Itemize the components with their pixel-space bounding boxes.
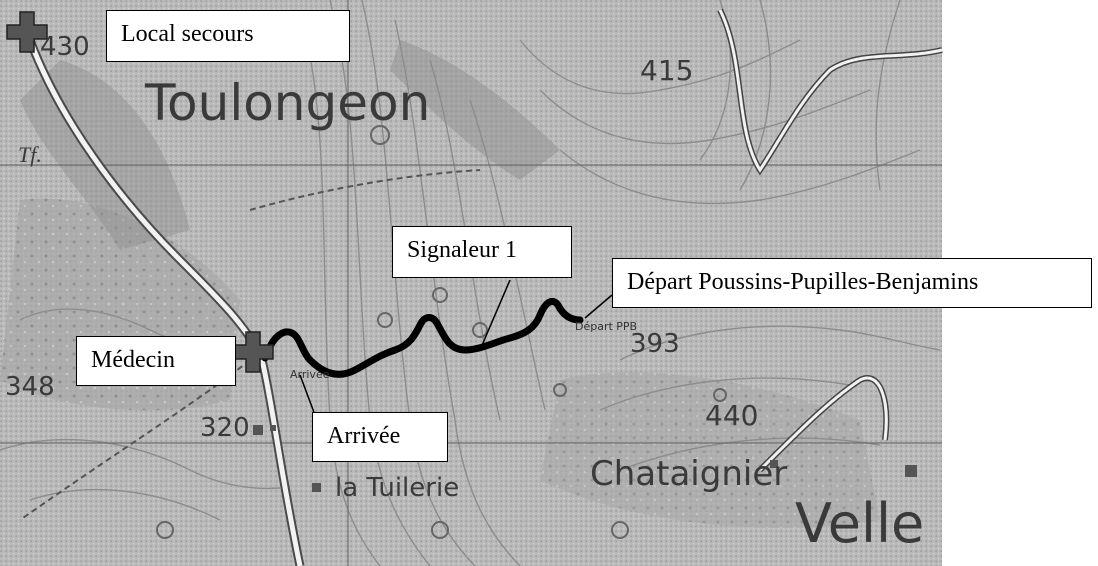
woods-area: [390, 40, 560, 180]
elevation-348: 348: [5, 372, 55, 402]
callout-medecin: Médecin: [76, 336, 236, 386]
contour-lines: [0, 0, 941, 566]
elevation-393: 393: [630, 329, 680, 359]
place-chataignier: Chataignier: [590, 454, 787, 494]
elevation-430: 430: [40, 32, 90, 62]
elevation-415: 415: [640, 54, 693, 87]
label-tf: Tf.: [18, 142, 42, 167]
race-route: [261, 297, 584, 378]
road: [27, 39, 303, 566]
building-symbols: [253, 425, 917, 492]
first-aid-cross-icon: [6, 11, 48, 53]
label-arrivee-small: Arrivee: [290, 368, 330, 381]
road: [19, 359, 251, 521]
road: [718, 9, 943, 173]
road: [758, 376, 888, 472]
elevation-320: 320: [200, 413, 250, 443]
woods-area: [540, 372, 880, 528]
callout-arrivee: Arrivée: [312, 412, 448, 462]
place-la-tuilerie: la Tuilerie: [335, 473, 459, 503]
place-velle: Velle: [795, 492, 924, 555]
callout-local-secours: Local secours: [106, 10, 350, 62]
map-symbols: [156, 125, 727, 539]
road: [249, 169, 481, 211]
place-toulongeon: Toulongeon: [144, 74, 430, 132]
elevation-440: 440: [705, 399, 758, 432]
label-depart-small: Départ PPB: [575, 320, 637, 333]
callout-pointers: [299, 279, 613, 416]
callout-signaleur-1: Signaleur 1: [392, 226, 572, 278]
callout-depart: Départ Poussins-Pupilles-Benjamins: [612, 258, 1092, 308]
